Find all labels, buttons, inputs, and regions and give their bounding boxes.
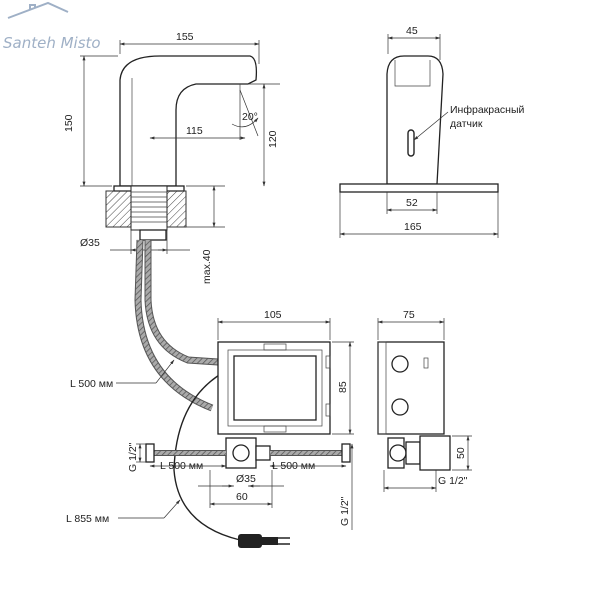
hose-left-length-label: L 500 мм <box>160 460 203 472</box>
hose-length-label: L 500 мм <box>70 378 113 390</box>
inlet-fitting <box>225 437 271 469</box>
faucet-front-base <box>339 183 499 193</box>
threaded-shank <box>130 185 168 231</box>
logo-house-icon <box>7 1 69 19</box>
dim-d35-top: Ø35 <box>80 237 100 249</box>
dim-75: 75 <box>403 309 415 321</box>
control-box-front: 105 85 L 500 мм L 500 мм Ø35 60 G 1/2" G… <box>127 309 354 530</box>
box-core <box>233 355 317 421</box>
dim-50: 50 <box>455 447 467 459</box>
logo: Santeh Misto <box>3 1 101 52</box>
thread-side-label: G 1/2" <box>438 475 468 487</box>
hose-right-length-label: L 500 мм <box>272 460 315 472</box>
dim-85: 85 <box>337 381 349 393</box>
power-cable-length-label: L 855 мм <box>66 513 109 525</box>
faucet-body <box>119 55 258 187</box>
dim-d35-bottom: Ø35 <box>236 473 256 485</box>
solenoid-lower <box>391 398 409 416</box>
sensor-label-line1: Инфракрасный <box>450 104 525 116</box>
thread-bottom-label: G 1/2" <box>339 496 351 526</box>
dim-105: 105 <box>264 309 282 321</box>
power-cable <box>173 371 241 541</box>
dim-120: 120 <box>267 130 279 148</box>
dim-45: 45 <box>406 25 418 37</box>
dim-165: 165 <box>404 221 422 233</box>
control-box-side: 75 50 G 1/2" <box>377 309 472 492</box>
solenoid-upper <box>391 355 409 373</box>
cables: L 500 мм L 855 мм <box>66 239 290 548</box>
dim-max40: max.40 <box>201 249 213 284</box>
faucet-front-body <box>386 55 444 185</box>
dim-150: 150 <box>63 114 75 132</box>
sensor-label-line2: датчик <box>450 118 483 130</box>
dim-60: 60 <box>236 491 248 503</box>
fixing-nut <box>139 229 167 241</box>
infrared-sensor <box>407 129 415 157</box>
dim-115: 115 <box>186 125 203 137</box>
faucet-front-view: 45 52 165 Инфракрасный датчик <box>339 25 525 238</box>
side-fitting <box>387 435 451 471</box>
box-side-outer <box>377 341 445 435</box>
dim-155: 155 <box>176 31 194 43</box>
faucet-side-view: 155 150 115 120 20° max.40 Ø35 <box>63 31 280 284</box>
dim-angle: 20° <box>242 111 258 123</box>
dim-52: 52 <box>406 197 418 209</box>
thread-left-label: G 1/2" <box>127 442 139 472</box>
power-plug-icon <box>238 534 290 548</box>
logo-text: Santeh Misto <box>3 34 101 52</box>
